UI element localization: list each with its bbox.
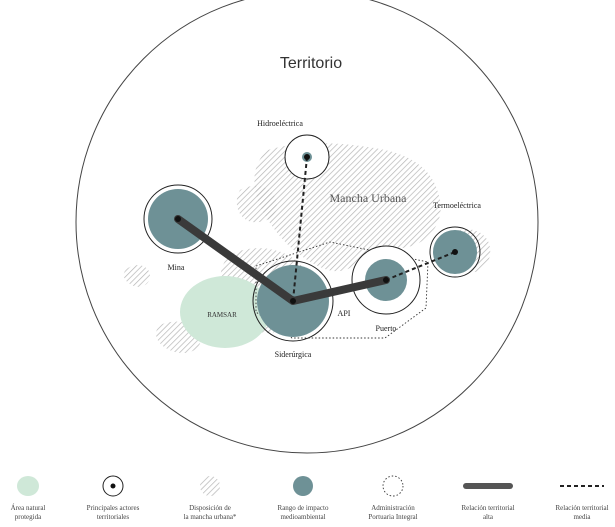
legend-label-line1: Principales actores: [87, 504, 140, 512]
medium-relation-termoelectrica: [385, 251, 456, 281]
hidroelectrica-dot: [304, 154, 310, 160]
puerto-dot: [383, 277, 389, 283]
territory-title: Territorio: [280, 55, 342, 72]
legend-label-line2: territoriales: [97, 513, 130, 521]
legend-label-line1: Relación territorial: [555, 504, 608, 512]
termoelectrica-dot: [452, 249, 458, 255]
legend-label-line2: la mancha urbana*: [184, 513, 237, 521]
legend-item-protected-area: Área natural protegida: [11, 476, 46, 521]
legend-label-line2: protegida: [15, 513, 42, 521]
legend-label-line1: Administración: [371, 504, 415, 512]
legend-label-line1: Rango de impacto: [278, 504, 329, 512]
legend-item-impact: Rango de impacto medioambiental: [278, 476, 329, 521]
legend-label-line1: Disposición de: [189, 504, 231, 512]
siderurgica-actor-ring: [252, 260, 334, 342]
legend-label-line2: medioambiental: [280, 513, 325, 521]
termoelectrica-actor-ring: [429, 226, 481, 278]
legend-item-medium-relation: Relación territorial media: [555, 485, 609, 521]
hatch-swatch: [200, 476, 220, 496]
impact-swatch: [293, 476, 313, 496]
actor-dot-swatch: [110, 483, 116, 489]
urban-label: Mancha Urbana: [330, 191, 408, 205]
ramsar-label: RAMSAR: [207, 311, 237, 319]
legend-label-line1: Área natural: [11, 504, 46, 512]
legend-label-line1: Relación territorial: [461, 504, 514, 512]
puerto-label: Puerto: [376, 324, 397, 333]
legend: Área natural protegida Principales actor…: [11, 475, 609, 521]
ramsar-protected-area: [180, 276, 270, 348]
legend-item-urban: Disposición de la mancha urbana*: [184, 476, 237, 521]
protected-area-swatch: [17, 476, 39, 496]
api-dotted-swatch: [382, 475, 404, 497]
mina-label: Mina: [168, 263, 185, 272]
api-boundary: [255, 241, 429, 339]
medium-relation-hidroelectrica: [292, 156, 308, 302]
legend-label-line2: alta: [483, 513, 494, 521]
hidroelectrica-label: Hidroeléctrica: [257, 119, 303, 128]
siderurgica-dot: [290, 298, 296, 304]
api-label: API: [338, 309, 351, 318]
legend-label-line2: Portuaria Integral: [368, 513, 417, 521]
legend-label-line2: media: [573, 513, 591, 521]
termoelectrica-label: Termoeléctrica: [433, 201, 481, 210]
legend-item-actors: Principales actores territoriales: [87, 475, 140, 521]
mina-actor-ring: [143, 184, 213, 254]
siderurgica-label: Siderúrgica: [275, 350, 312, 359]
legend-item-api: Administración Portuaria Integral: [368, 475, 418, 521]
mina-dot: [175, 216, 181, 222]
legend-item-high-relation: Relación territorial alta: [461, 483, 515, 521]
